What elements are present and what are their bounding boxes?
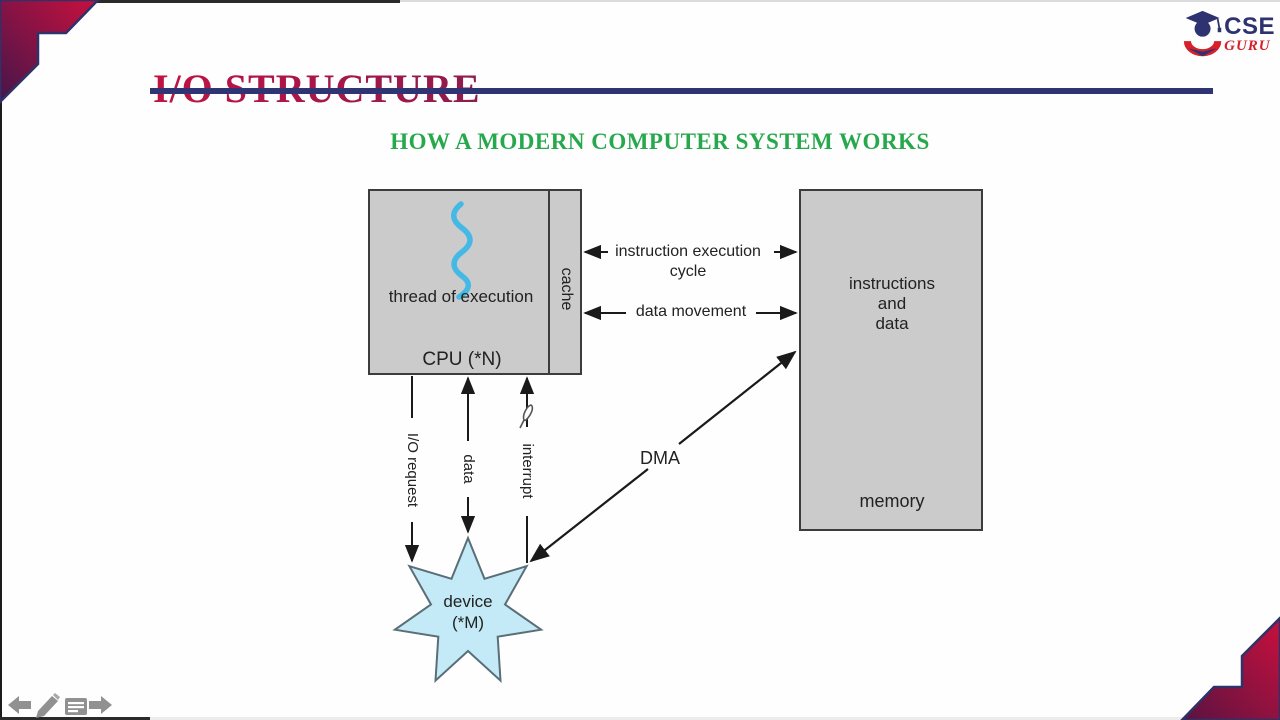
thread-squiggle — [451, 201, 473, 300]
corner-decoration-bottom-right — [1180, 616, 1280, 720]
logo-text: CSE GURU — [1224, 12, 1275, 54]
memory-content-line1: instructions — [849, 274, 935, 293]
memory-content-line3: data — [875, 314, 909, 333]
cpu-label: CPU (*N) — [422, 349, 502, 370]
instruction-cycle-label: instruction execution cycle — [615, 242, 761, 282]
device-label: device (*M) — [443, 591, 492, 633]
left-edge-line — [0, 0, 2, 720]
previous-slide-icon[interactable] — [8, 696, 31, 714]
interrupt-label: interrupt — [519, 443, 536, 499]
pen-cursor-icon — [519, 404, 534, 429]
annotate-pen-icon[interactable] — [36, 693, 60, 718]
top-edge-line-light — [400, 0, 1280, 2]
instruction-cycle-line2: cycle — [669, 263, 707, 280]
top-edge-line-dark — [0, 0, 400, 3]
instruction-cycle-line1: instruction execution — [615, 243, 761, 260]
io-request-label: I/O request — [404, 432, 421, 508]
next-slide-icon[interactable] — [89, 696, 112, 714]
bottom-edge-line-light — [150, 717, 1280, 720]
memory-content-line2: and — [877, 294, 907, 313]
bottom-edge-line-dark — [0, 717, 150, 720]
device-line1: device — [443, 592, 493, 611]
data-label: data — [460, 454, 477, 484]
notes-icon[interactable] — [65, 698, 87, 715]
presentation-toolbar — [8, 692, 112, 718]
corner-decoration-top-left — [0, 0, 100, 104]
memory-label: memory — [859, 491, 925, 511]
thread-of-execution-label: thread of execution — [388, 287, 534, 306]
logo-brand-bottom: GURU — [1224, 37, 1271, 54]
diagram-heading: HOW A MODERN COMPUTER SYSTEM WORKS — [390, 129, 930, 154]
memory-box — [799, 189, 983, 531]
cse-guru-logo: CSE GURU — [1183, 5, 1275, 63]
cpu-box — [368, 189, 582, 375]
logo-brand-top: CSE — [1224, 12, 1275, 40]
dma-label: DMA — [640, 448, 680, 468]
title-underline — [150, 88, 1213, 94]
memory-content-label: instructions and data — [849, 274, 935, 334]
cache-label: cache — [558, 267, 575, 311]
device-line2: (*M) — [451, 613, 485, 632]
graduate-cap-icon — [1183, 10, 1222, 57]
data-movement-label: data movement — [635, 303, 747, 320]
